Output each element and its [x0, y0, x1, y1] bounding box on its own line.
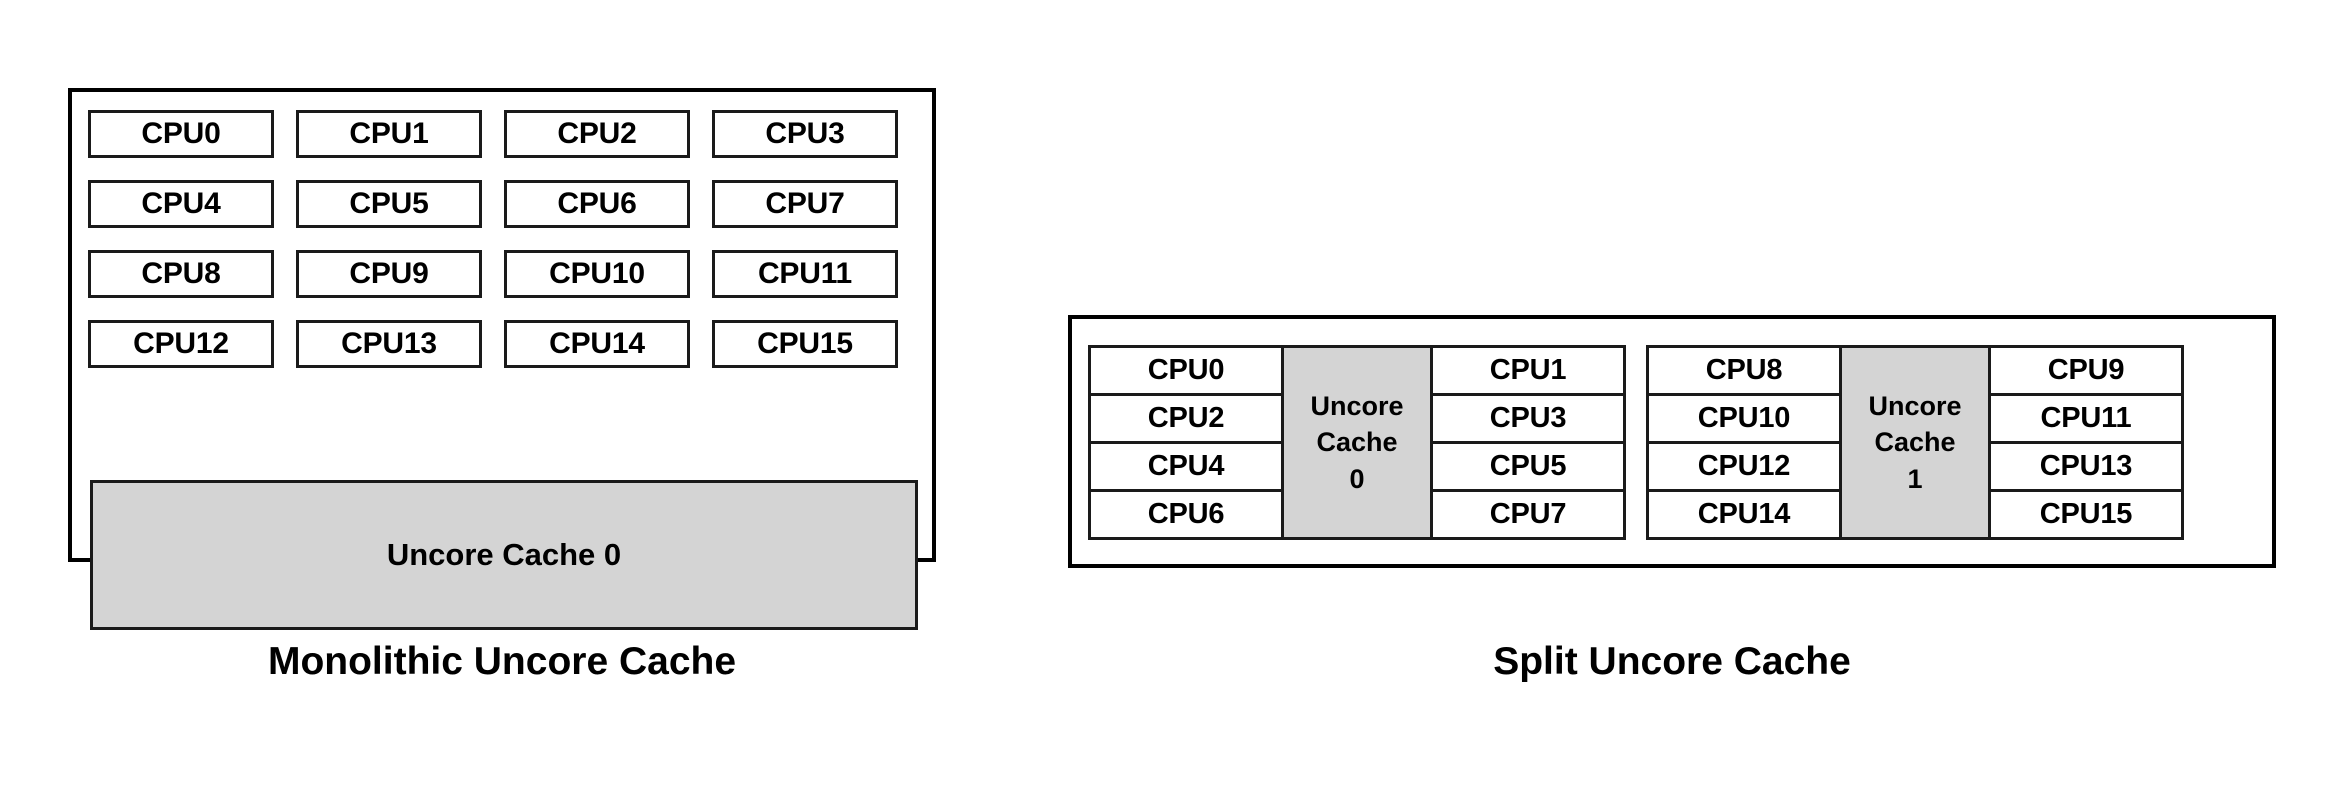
cpu-row: CPU0 CPU1 CPU2 CPU3 — [88, 110, 920, 158]
cpu-box-cpu6: CPU6 — [504, 180, 690, 228]
uncore-cache-0-block: Uncore Cache 0 — [90, 480, 918, 630]
split-caption: Split Uncore Cache — [1493, 640, 1851, 683]
cpu-box-cpu7: CPU7 — [712, 180, 898, 228]
cpu-box-cpu6: CPU6 — [1088, 489, 1284, 540]
cpu-box-cpu8: CPU8 — [1646, 345, 1842, 396]
cpu-row: CPU4 CPU5 CPU6 CPU7 — [88, 180, 920, 228]
cpu-box-cpu7: CPU7 — [1430, 489, 1626, 540]
split-group-1-left-cpu-column: CPU8 CPU10 CPU12 CPU14 — [1646, 345, 1842, 540]
cpu-box-cpu4: CPU4 — [1088, 441, 1284, 492]
cpu-box-cpu0: CPU0 — [88, 110, 274, 158]
cpu-box-cpu5: CPU5 — [296, 180, 482, 228]
cpu-box-cpu4: CPU4 — [88, 180, 274, 228]
cpu-box-cpu14: CPU14 — [504, 320, 690, 368]
cpu-box-cpu1: CPU1 — [296, 110, 482, 158]
cpu-box-cpu11: CPU11 — [712, 250, 898, 298]
cpu-box-cpu5: CPU5 — [1430, 441, 1626, 492]
cpu-box-cpu13: CPU13 — [296, 320, 482, 368]
cpu-box-cpu1: CPU1 — [1430, 345, 1626, 396]
cpu-box-cpu8: CPU8 — [88, 250, 274, 298]
cpu-box-cpu15: CPU15 — [1988, 489, 2184, 540]
cpu-box-cpu10: CPU10 — [1646, 393, 1842, 444]
cpu-box-cpu3: CPU3 — [712, 110, 898, 158]
cpu-box-cpu14: CPU14 — [1646, 489, 1842, 540]
cpu-box-cpu10: CPU10 — [504, 250, 690, 298]
cpu-box-cpu2: CPU2 — [504, 110, 690, 158]
cpu-box-cpu9: CPU9 — [1988, 345, 2184, 396]
monolithic-uncore-cache-panel: CPU0 CPU1 CPU2 CPU3 CPU4 CPU5 CPU6 CPU7 … — [68, 88, 936, 630]
cpu-box-cpu0: CPU0 — [1088, 345, 1284, 396]
cpu-row: CPU12 CPU13 CPU14 CPU15 — [88, 320, 920, 368]
cpu-box-cpu3: CPU3 — [1430, 393, 1626, 444]
split-group-0-left-cpu-column: CPU0 CPU2 CPU4 CPU6 — [1088, 345, 1284, 540]
cpu-box-cpu2: CPU2 — [1088, 393, 1284, 444]
cpu-box-cpu9: CPU9 — [296, 250, 482, 298]
cpu-box-cpu11: CPU11 — [1988, 393, 2184, 444]
cpu-box-cpu12: CPU12 — [1646, 441, 1842, 492]
monolithic-caption: Monolithic Uncore Cache — [267, 640, 737, 683]
split-group-0-right-cpu-column: CPU1 CPU3 CPU5 CPU7 — [1430, 345, 1626, 540]
cpu-box-cpu13: CPU13 — [1988, 441, 2184, 492]
cpu-box-cpu12: CPU12 — [88, 320, 274, 368]
split-group-1-right-cpu-column: CPU9 CPU11 CPU13 CPU15 — [1988, 345, 2184, 540]
monolithic-cpu-grid: CPU0 CPU1 CPU2 CPU3 CPU4 CPU5 CPU6 CPU7 … — [88, 110, 920, 390]
cpu-row: CPU8 CPU9 CPU10 CPU11 — [88, 250, 920, 298]
cpu-box-cpu15: CPU15 — [712, 320, 898, 368]
